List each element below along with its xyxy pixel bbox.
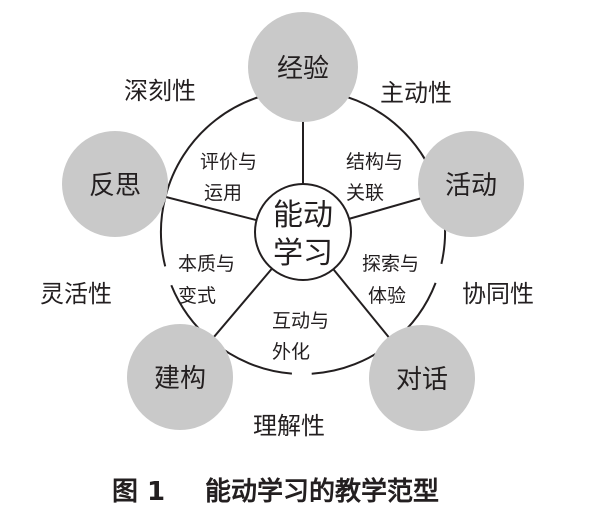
quality-initiative: 主动性 [380, 79, 452, 107]
caption-title: 能动学习的教学范型 [205, 476, 439, 507]
process-essence-variation: 本质与 变式 [178, 253, 235, 307]
node-circle [127, 324, 233, 430]
node-construction: 建构 [127, 324, 233, 430]
figure-caption: 图 1 能动学习的教学范型 [112, 476, 439, 507]
node-label: 对话 [396, 365, 448, 395]
node-label: 反思 [89, 171, 141, 201]
process-line1: 评价与 [200, 151, 257, 173]
quality-depth: 深刻性 [124, 77, 196, 105]
quality-collaboration: 协同性 [462, 280, 534, 308]
center-circle [254, 183, 352, 281]
process-interact-externalize: 互动与 外化 [272, 310, 329, 363]
node-label: 建构 [154, 364, 206, 394]
node-experience: 经验 [248, 12, 358, 122]
center-label-line2: 学习 [273, 236, 333, 271]
process-line2: 变式 [178, 285, 216, 307]
process-structure-link: 结构与 关联 [346, 151, 403, 204]
node-circle [369, 325, 475, 431]
process-evaluate-apply: 评价与 运用 [200, 151, 257, 204]
quality-flexibility: 灵活性 [40, 280, 112, 308]
node-reflection: 反思 [62, 131, 168, 237]
process-explore-experience: 探索与 体验 [362, 253, 419, 307]
node-circle [418, 131, 524, 237]
node-label: 活动 [445, 171, 497, 201]
center-node: 能动 学习 [254, 183, 352, 281]
caption-label: 图 1 [112, 477, 165, 507]
node-label: 经验 [277, 54, 329, 84]
quality-understanding: 理解性 [253, 412, 325, 440]
process-line1: 结构与 [346, 151, 403, 173]
process-line2: 外化 [272, 341, 310, 363]
process-line1: 本质与 [178, 253, 235, 275]
process-line1: 探索与 [362, 253, 419, 275]
process-line1: 互动与 [272, 310, 329, 332]
process-line2: 体验 [368, 285, 406, 307]
center-label-line1: 能动 [273, 198, 333, 233]
node-circle [62, 131, 168, 237]
process-line2: 关联 [346, 182, 384, 204]
node-dialogue: 对话 [369, 325, 475, 431]
process-line2: 运用 [204, 182, 242, 204]
node-circle [248, 12, 358, 122]
node-activity: 活动 [418, 131, 524, 237]
